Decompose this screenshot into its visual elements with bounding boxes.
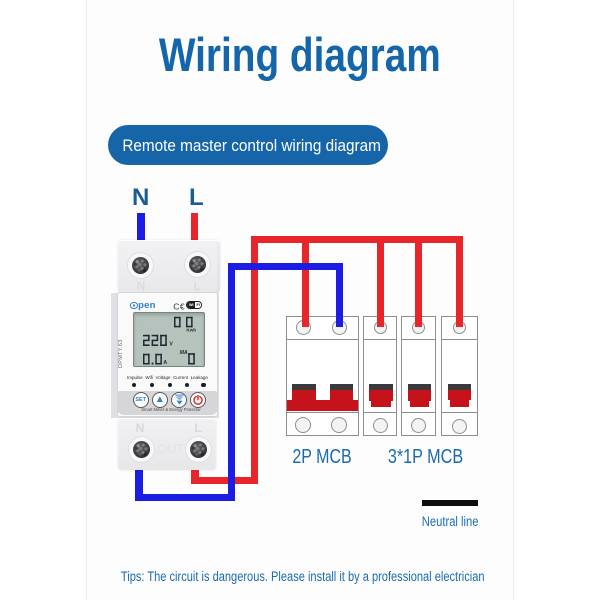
- svg-text:MA: MA: [179, 350, 187, 356]
- svg-text:V: V: [169, 341, 173, 347]
- svg-text:Kwh: Kwh: [186, 327, 196, 332]
- svg-text:A: A: [163, 360, 167, 366]
